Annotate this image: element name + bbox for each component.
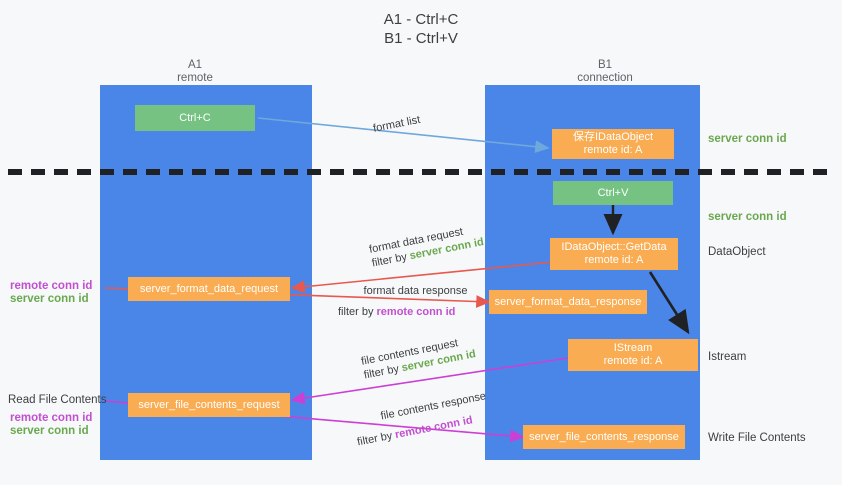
right-label-server-conn-id-2: server conn id <box>708 211 787 223</box>
right-label-dataobject: DataObject <box>708 246 766 258</box>
box-save-dataobject-line1: 保存IDataObject <box>572 131 654 143</box>
box-ctrl-c-label: Ctrl+C <box>179 111 211 124</box>
box-server-format-data-request-label: server_format_data_request <box>139 282 279 295</box>
filter-prefix: filter by <box>356 429 397 449</box>
box-save-dataobject[interactable]: 保存IDataObject remote id: A <box>552 129 674 159</box>
lane-header-b1-sub: connection <box>577 72 633 84</box>
box-ctrl-v[interactable]: Ctrl+V <box>553 181 673 205</box>
caption-format-list-text: format list <box>372 113 422 135</box>
lane-header-a1-name: A1 <box>187 59 203 71</box>
caption-file-contents-response-filter: filter by remote conn id <box>356 410 491 450</box>
box-getdata[interactable]: IDataObject::GetData remote id: A <box>550 238 678 270</box>
caption-file-contents-request: file contents request filter by server c… <box>360 333 477 382</box>
box-server-file-contents-request[interactable]: server_file_contents_request <box>128 393 290 417</box>
right-label-server-conn-id-1: server conn id <box>708 133 787 145</box>
page-title: A1 - Ctrl+C B1 - Ctrl+V <box>0 10 842 48</box>
caption-format-data-response: format data response filter by remote co… <box>338 284 493 319</box>
filter-value: remote conn id <box>376 306 456 318</box>
box-istream-line2: remote id: A <box>603 355 663 367</box>
box-getdata-line2: remote id: A <box>584 254 644 266</box>
left-label-remote-conn-id-1: remote conn id <box>10 280 93 292</box>
box-server-format-data-response-label: server_format_data_response <box>494 295 642 308</box>
left-label-remote-conn-id-2: remote conn id <box>10 412 93 424</box>
caption-format-list: format list <box>372 113 421 136</box>
caption-format-data-response-text: format data response <box>363 285 468 297</box>
title-line-1: A1 - Ctrl+C <box>383 11 459 28</box>
box-server-format-data-response[interactable]: server_format_data_response <box>489 290 647 314</box>
box-server-file-contents-response[interactable]: server_file_contents_response <box>523 425 685 449</box>
caption-format-data-response-filter: filter by remote conn id <box>338 305 493 319</box>
caption-format-data-request: format data request filter by server con… <box>368 221 485 270</box>
box-server-file-contents-response-label: server_file_contents_response <box>529 430 679 443</box>
lane-header-a1: A1 remote <box>135 59 255 85</box>
box-server-format-data-request[interactable]: server_format_data_request <box>128 277 290 301</box>
right-label-write-file-contents: Write File Contents <box>708 432 806 444</box>
lane-header-b1-name: B1 <box>597 59 613 71</box>
box-ctrl-c[interactable]: Ctrl+C <box>135 105 255 131</box>
lane-header-a1-sub: remote <box>177 72 213 84</box>
box-istream[interactable]: IStream remote id: A <box>568 339 698 371</box>
left-label-server-conn-id-1: server conn id <box>10 293 89 305</box>
left-label-server-conn-id-2: server conn id <box>10 425 89 437</box>
box-ctrl-v-label: Ctrl+V <box>597 186 629 199</box>
box-istream-line1: IStream <box>613 342 653 354</box>
lane-header-b1: B1 connection <box>540 59 670 85</box>
left-label-read-file-contents: Read File Contents <box>8 394 107 406</box>
title-line-2: B1 - Ctrl+V <box>384 30 458 47</box>
filter-prefix: filter by <box>338 306 377 318</box>
box-save-dataobject-line2: remote id: A <box>583 144 643 156</box>
right-label-istream: Istream <box>708 351 747 363</box>
caption-file-contents-response: file contents response filter by remote … <box>352 389 491 449</box>
box-getdata-line1: IDataObject::GetData <box>561 241 667 253</box>
box-server-file-contents-request-label: server_file_contents_request <box>138 398 280 411</box>
